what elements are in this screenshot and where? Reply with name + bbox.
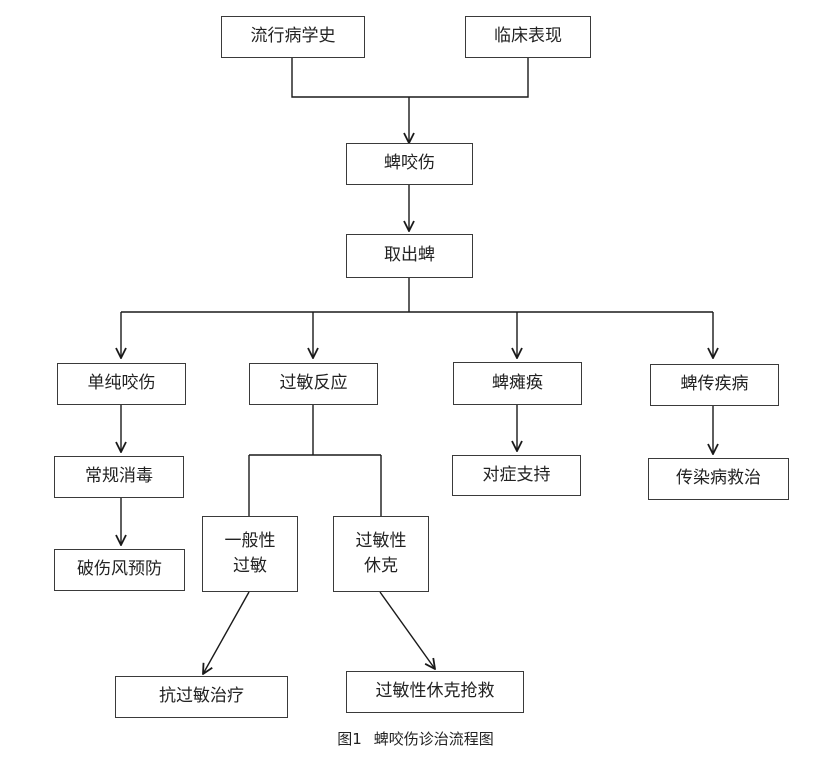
node-tetanus-prevention-label: 破伤风预防 <box>77 559 162 580</box>
node-tick-borne-disease-label: 蜱传疾病 <box>680 374 749 395</box>
node-infectious-treatment-label: 传染病救治 <box>676 468 761 489</box>
node-simple-bite: 单纯咬伤 <box>57 363 186 405</box>
node-epidemiology: 流行病学史 <box>221 16 365 58</box>
node-symptomatic-support: 对症支持 <box>452 455 581 496</box>
node-clinical-label: 临床表现 <box>494 26 562 47</box>
node-general-allergy-line1: 一般性 <box>224 530 276 551</box>
figure-caption: 图1 蜱咬伤诊治流程图 <box>0 728 831 749</box>
node-routine-disinfection: 常规消毒 <box>54 456 184 498</box>
node-routine-disinfection-label: 常规消毒 <box>85 466 153 487</box>
node-epidemiology-label: 流行病学史 <box>250 26 336 47</box>
node-remove-tick-label: 取出蜱 <box>384 245 435 266</box>
node-anaphylactic-shock: 过敏性 休克 <box>333 516 429 592</box>
node-symptomatic-support-label: 对症支持 <box>482 464 551 485</box>
node-tick-bite: 蜱咬伤 <box>346 143 473 185</box>
node-remove-tick: 取出蜱 <box>346 234 473 278</box>
node-shock-rescue: 过敏性休克抢救 <box>346 671 524 713</box>
arrow-to-anti-allergy-treatment <box>203 591 250 674</box>
node-tetanus-prevention: 破伤风预防 <box>54 549 185 591</box>
node-tick-paralysis: 蜱瘫痪 <box>453 362 582 405</box>
node-simple-bite-label: 单纯咬伤 <box>87 373 156 394</box>
node-anti-allergy-treatment: 抗过敏治疗 <box>115 676 288 718</box>
node-anti-allergy-treatment-label: 抗过敏治疗 <box>159 686 244 707</box>
node-clinical: 临床表现 <box>465 16 591 58</box>
node-tick-paralysis-label: 蜱瘫痪 <box>492 372 543 393</box>
node-infectious-treatment: 传染病救治 <box>648 458 789 500</box>
node-general-allergy: 一般性 过敏 <box>202 516 298 592</box>
connector-epidemiology <box>291 58 409 98</box>
node-anaphylactic-shock-line2: 休克 <box>364 556 398 576</box>
node-allergic-reaction-label: 过敏反应 <box>279 373 348 394</box>
node-allergic-reaction: 过敏反应 <box>249 363 378 405</box>
node-anaphylactic-shock-line1: 过敏性 <box>355 530 407 551</box>
connector-clinical <box>409 58 529 98</box>
node-tick-borne-disease: 蜱传疾病 <box>650 364 779 406</box>
figure-number: 图1 <box>337 730 362 748</box>
figure-title: 蜱咬伤诊治流程图 <box>373 730 494 748</box>
node-tick-bite-label: 蜱咬伤 <box>384 153 435 174</box>
node-general-allergy-line2: 过敏 <box>233 556 267 576</box>
node-shock-rescue-label: 过敏性休克抢救 <box>375 681 495 702</box>
arrow-to-shock-rescue <box>379 591 435 669</box>
